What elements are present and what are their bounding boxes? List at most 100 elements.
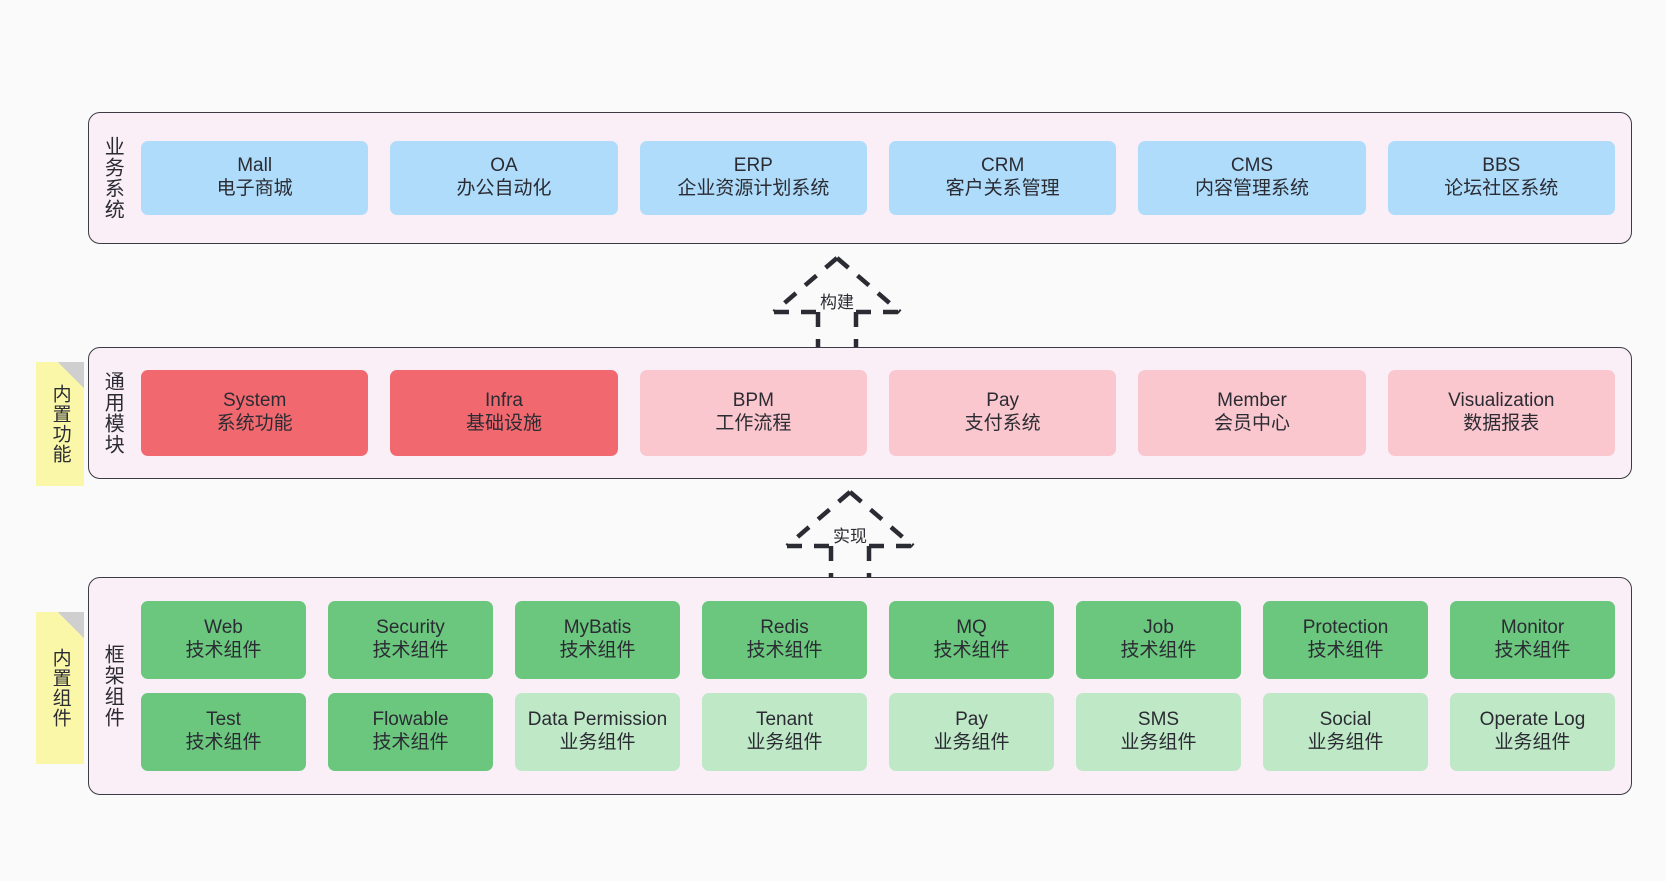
note-builtin-component: 内置组件 — [36, 612, 84, 764]
component-card-subtitle: 系统功能 — [216, 413, 293, 434]
component-card-name: MyBatis — [563, 617, 632, 639]
component-card-name: Monitor — [1500, 617, 1565, 639]
component-card-name: BPM — [732, 390, 774, 412]
component-card-name: Mall — [237, 155, 273, 177]
component-card-name: CRM — [981, 155, 1025, 177]
connector-realize-label: 实现 — [833, 527, 867, 546]
note-fold-corner-icon — [58, 362, 84, 388]
component-card-name: Infra — [484, 390, 523, 412]
component-card-name: Job — [1143, 617, 1174, 639]
connector-realize: 实现 — [775, 486, 925, 584]
component-card-subtitle: 业务组件 — [746, 732, 823, 753]
component-card-subtitle: 支付系统 — [964, 413, 1041, 434]
component-card-name: Web — [204, 617, 243, 639]
component-card-subtitle: 业务组件 — [1120, 732, 1197, 753]
component-card-name: MQ — [956, 617, 987, 639]
component-card-subtitle: 业务组件 — [559, 732, 636, 753]
component-card-subtitle: 工作流程 — [715, 413, 792, 434]
layer-title-business-systems: 业务系统 — [101, 136, 124, 220]
component-card-name: Social — [1319, 709, 1372, 731]
component-card-subtitle: 业务组件 — [1494, 732, 1571, 753]
component-card-name: Member — [1217, 390, 1287, 412]
connector-build-label: 构建 — [820, 293, 854, 312]
component-card-name: BBS — [1482, 155, 1521, 177]
component-card-name: Tenant — [755, 709, 814, 731]
component-card-subtitle: 业务组件 — [1307, 732, 1384, 753]
component-card-name: Security — [376, 617, 445, 639]
component-card-name: Flowable — [372, 709, 449, 731]
component-card-name: Redis — [760, 617, 809, 639]
component-card-subtitle: 企业资源计划系统 — [677, 178, 830, 199]
component-card-name: Test — [206, 709, 241, 731]
component-card-name: OA — [490, 155, 518, 177]
component-card-subtitle: 技术组件 — [933, 640, 1010, 661]
dashed-hollow-arrow-up-icon — [772, 256, 902, 350]
component-card-subtitle: 内容管理系统 — [1194, 178, 1309, 199]
component-card-name: Protection — [1302, 617, 1389, 639]
component-card-name: Operate Log — [1479, 709, 1586, 731]
component-card-subtitle: 电子商城 — [216, 178, 293, 199]
note-fold-corner-icon — [58, 612, 84, 638]
component-card-name: System — [222, 390, 287, 412]
component-card-name: CMS — [1230, 155, 1274, 177]
component-card-name: Visualization — [1448, 390, 1555, 412]
component-card-name: SMS — [1137, 709, 1180, 731]
component-card-subtitle: 技术组件 — [1120, 640, 1197, 661]
component-card-subtitle: 数据报表 — [1463, 413, 1540, 434]
note-builtin-function: 内置功能 — [36, 362, 84, 486]
component-card-subtitle: 技术组件 — [1307, 640, 1384, 661]
component-card-subtitle: 业务组件 — [933, 732, 1010, 753]
component-card-subtitle: 技术组件 — [746, 640, 823, 661]
component-card-subtitle: 技术组件 — [372, 640, 449, 661]
component-card-name: Pay — [986, 390, 1020, 412]
component-card-subtitle: 技术组件 — [185, 732, 262, 753]
component-card-name: ERP — [733, 155, 773, 177]
component-card-subtitle: 基础设施 — [465, 413, 542, 434]
note-builtin-component-label: 内置组件 — [49, 648, 71, 728]
layer-title-common-modules: 通用模块 — [101, 371, 124, 455]
component-card-name: Pay — [955, 709, 988, 731]
component-card-subtitle: 客户关系管理 — [945, 178, 1060, 199]
component-card-subtitle: 技术组件 — [1494, 640, 1571, 661]
connector-build: 构建 — [762, 252, 912, 350]
note-builtin-function-label: 内置功能 — [49, 384, 71, 464]
component-card-subtitle: 论坛社区系统 — [1444, 178, 1559, 199]
layer-title-framework-components: 框架组件 — [101, 644, 124, 728]
